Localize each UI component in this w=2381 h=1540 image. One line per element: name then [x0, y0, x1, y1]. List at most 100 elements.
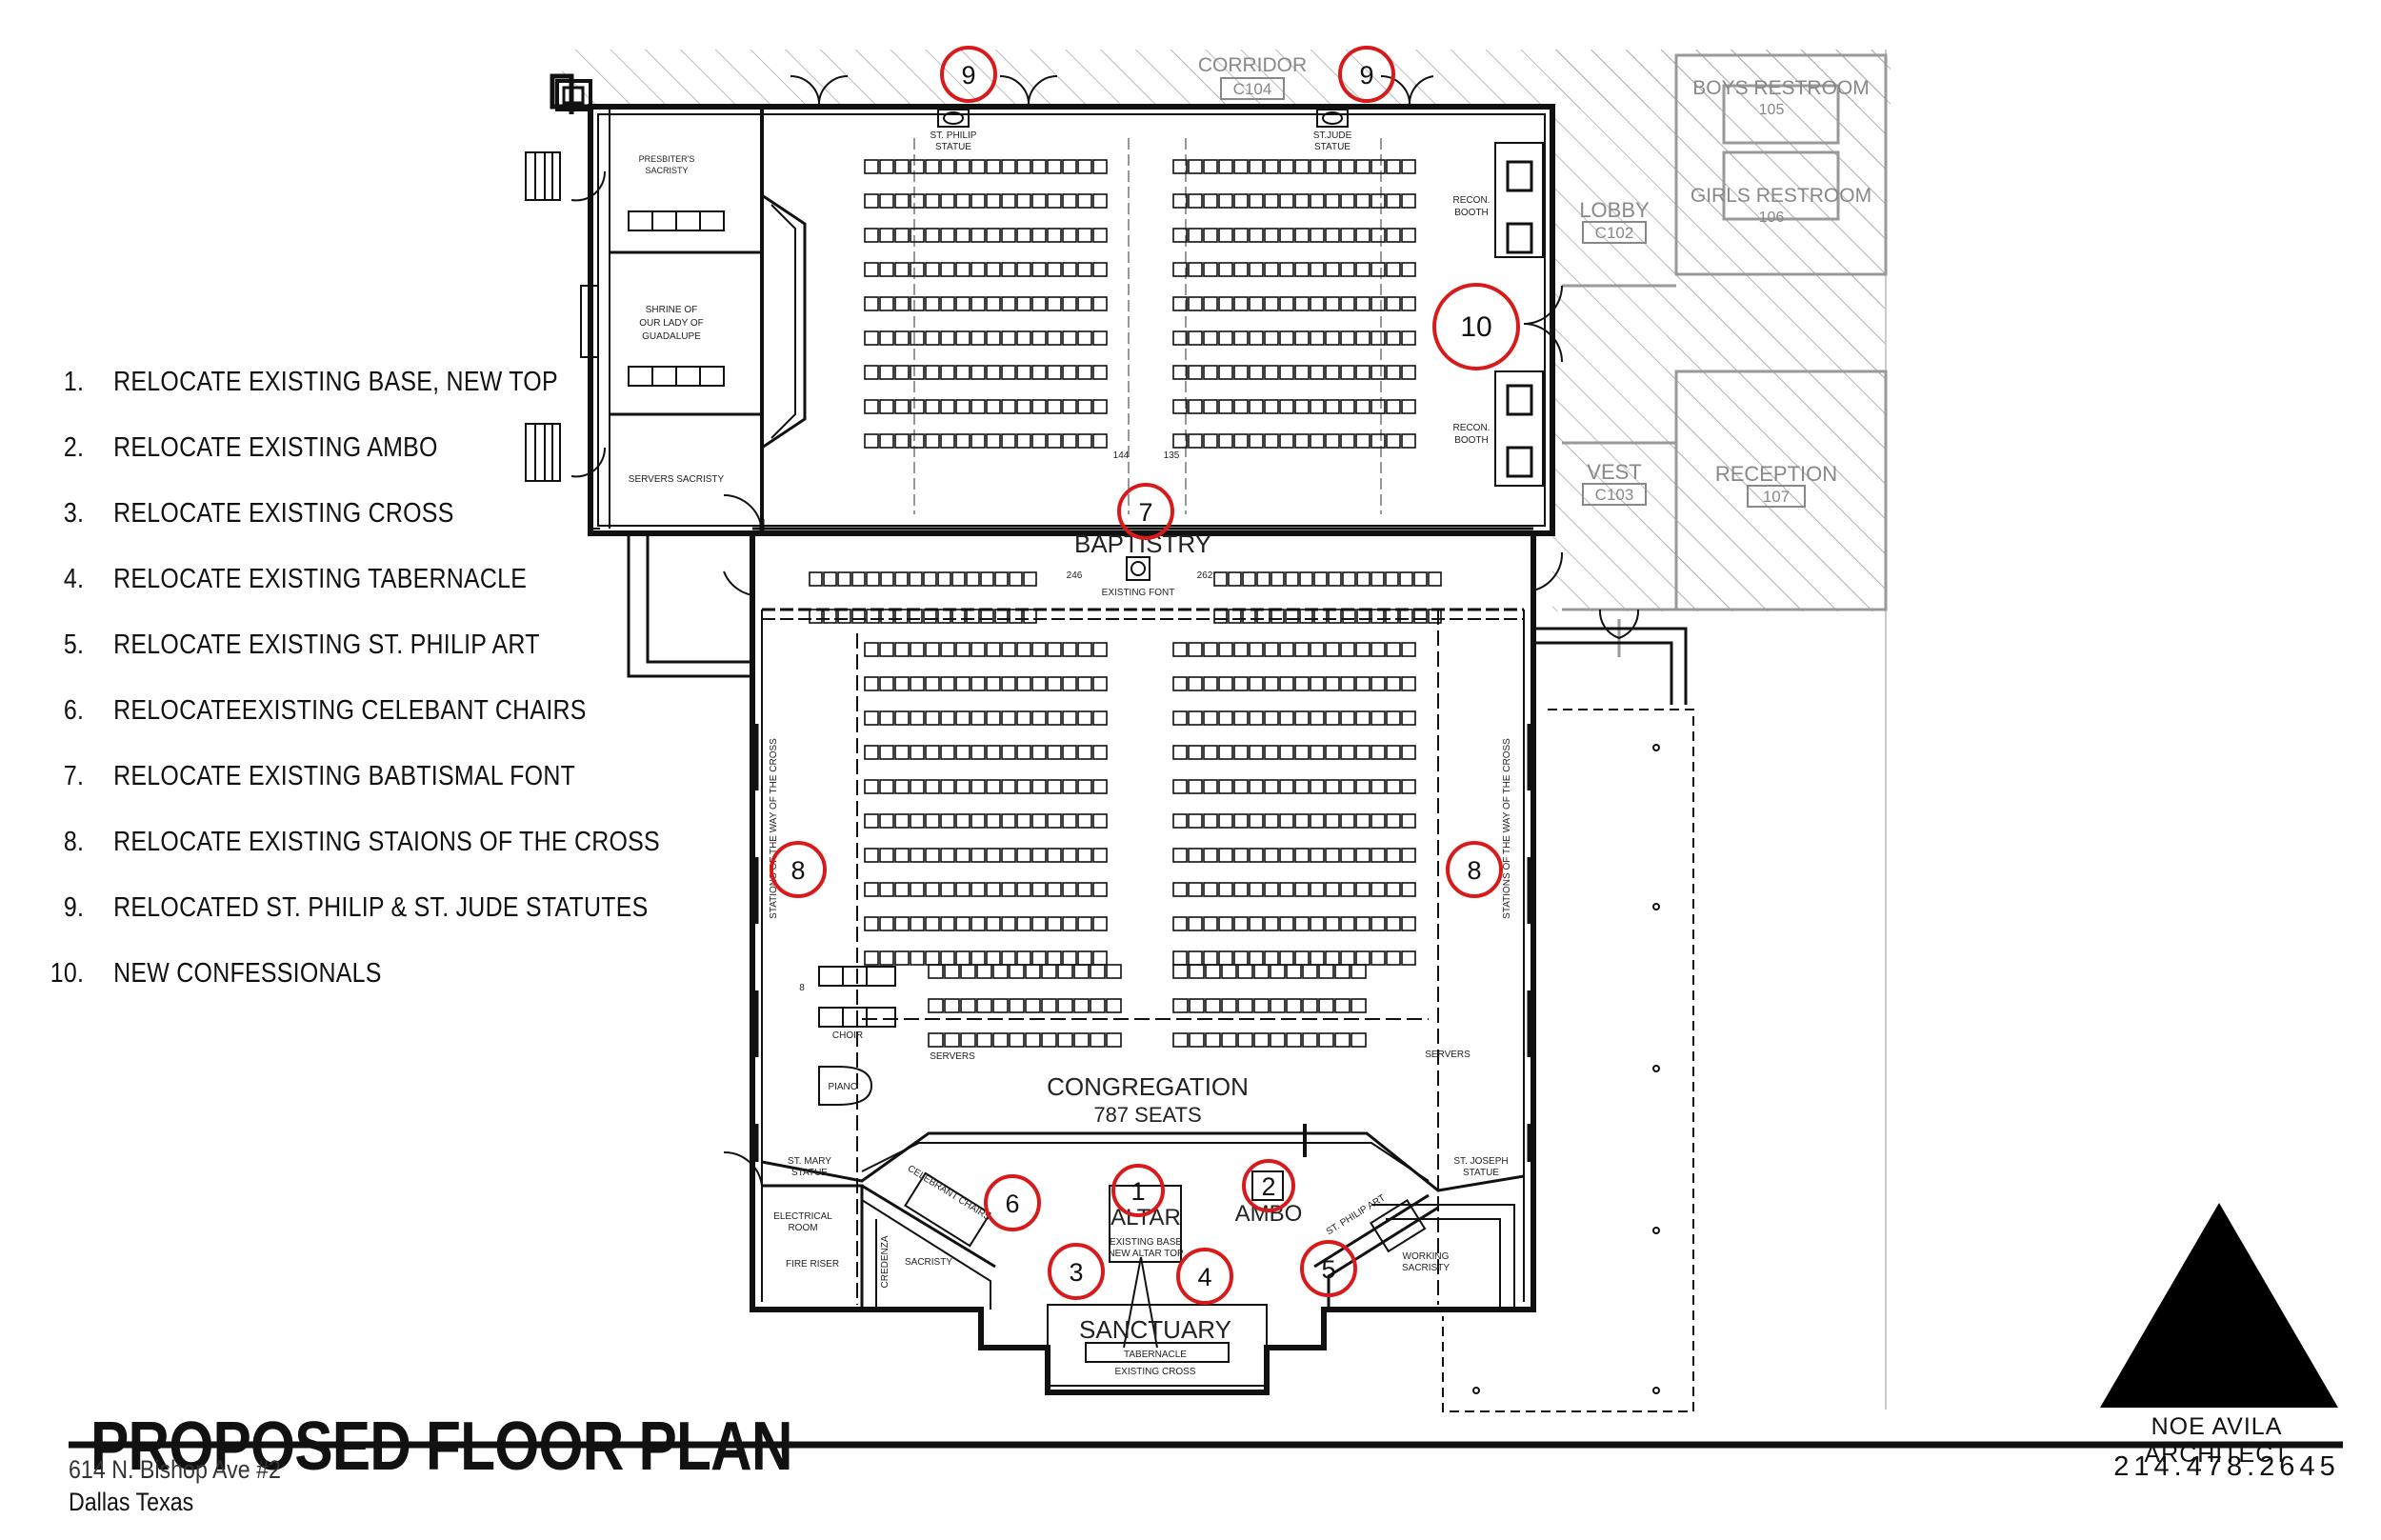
pew-seat	[1386, 330, 1401, 346]
pew-seat	[910, 779, 925, 794]
callout-number: 4	[1197, 1263, 1211, 1291]
pew-seat	[1386, 433, 1401, 449]
pew-seat	[1023, 571, 1037, 587]
pew-seat	[1264, 159, 1279, 174]
pew-seat	[1249, 779, 1264, 794]
pew-seat	[1189, 1032, 1205, 1048]
pew-seat	[1401, 399, 1416, 414]
pew-seat	[1047, 745, 1062, 760]
pew-seat	[1031, 433, 1047, 449]
pew-seat	[1340, 642, 1355, 657]
pew-seat	[1092, 916, 1108, 931]
new-altar-top-label: NEW ALTAR TOP	[1108, 1249, 1184, 1259]
pew-seat	[1385, 609, 1399, 624]
pew-seat	[1340, 916, 1355, 931]
pew-seat	[837, 609, 851, 624]
pew-seat	[1401, 916, 1416, 931]
pew-seat	[1351, 964, 1367, 979]
legend-item: 4.RELOCATE EXISTING TABERNACLE	[38, 564, 527, 630]
st-joseph-statue-label-2: STATUE	[1463, 1168, 1499, 1178]
st-mary-statue-label-1: ST. MARY	[788, 1156, 831, 1167]
pew-seat	[879, 710, 894, 726]
pew-seat	[894, 642, 910, 657]
pew-seat	[1310, 228, 1325, 243]
pew-seat	[1325, 950, 1340, 966]
pew-seat	[1077, 710, 1092, 726]
pew-seat	[1355, 710, 1371, 726]
legend-text: RELOCATE EXISTING AMBO	[113, 432, 438, 463]
pew-seat	[1062, 193, 1077, 209]
pew-seat	[1325, 642, 1340, 657]
pew-seat	[1233, 813, 1249, 829]
pew-seat	[1386, 193, 1401, 209]
pew-seat	[851, 571, 866, 587]
pew-seat	[1218, 159, 1233, 174]
pew-seat	[1077, 262, 1092, 277]
pew-seat	[1233, 779, 1249, 794]
pew-seat	[1310, 779, 1325, 794]
pew-seat	[1077, 950, 1092, 966]
stations-right-label: STATIONS OF THE WAY OF THE CROSS	[1502, 738, 1512, 919]
pew-seat	[1077, 848, 1092, 863]
pew-seat	[1077, 228, 1092, 243]
pew-seat	[1386, 642, 1401, 657]
pew-seat	[1203, 745, 1218, 760]
pew-seat	[925, 193, 940, 209]
recon-booth-label-1: RECON.	[1453, 195, 1491, 206]
pew-seat	[955, 330, 970, 346]
pew-seat	[879, 296, 894, 311]
furnishings	[818, 109, 1427, 1349]
pew-seat	[1386, 296, 1401, 311]
pew-seat	[1233, 950, 1249, 966]
pew-seat	[1218, 882, 1233, 897]
pew-seat	[1106, 1032, 1122, 1048]
pew-seat	[1294, 813, 1310, 829]
pew-seat	[1047, 710, 1062, 726]
pew-seat	[1325, 433, 1340, 449]
pew-seat	[1294, 779, 1310, 794]
pew-seat	[1237, 1032, 1253, 1048]
pew-seat	[955, 365, 970, 380]
pew-seat	[879, 882, 894, 897]
legend-item: 1.RELOCATE EXISTING BASE, NEW TOP	[38, 367, 558, 432]
pew-count-246: 246	[1067, 570, 1083, 581]
pew-seat	[940, 642, 955, 657]
pew-seat	[1294, 676, 1310, 691]
pew-seat	[1264, 642, 1279, 657]
pew-seat	[1016, 262, 1031, 277]
legend-text: RELOCATED ST. PHILIP & ST. JUDE STATUTES	[113, 892, 649, 923]
pew-seat	[1355, 848, 1371, 863]
pew-seat	[1213, 609, 1228, 624]
callout-circle	[1117, 483, 1174, 540]
pew-seat	[1031, 848, 1047, 863]
pew-seat	[1047, 779, 1062, 794]
pew-seat	[894, 433, 910, 449]
pew-seat	[1016, 399, 1031, 414]
working-sacristy-label-1: WORKING	[1403, 1251, 1450, 1262]
pew-seat	[986, 950, 1001, 966]
pew-seat	[1031, 710, 1047, 726]
pew-seat	[1249, 262, 1264, 277]
pew-seat	[970, 159, 986, 174]
callout-number: 8	[790, 856, 805, 885]
pew-seat	[1271, 609, 1285, 624]
pew-seat	[1264, 228, 1279, 243]
pew-seat	[1172, 813, 1188, 829]
legend-item: 5.RELOCATE EXISTING ST. PHILIP ART	[38, 630, 540, 695]
pew-seat	[970, 433, 986, 449]
pew-seat	[1325, 330, 1340, 346]
pew-seat	[894, 950, 910, 966]
pew-seat	[1213, 571, 1228, 587]
pew-seat	[986, 433, 1001, 449]
pew-seat	[1001, 228, 1016, 243]
pew-seat	[1001, 433, 1016, 449]
pew-seat	[992, 964, 1009, 979]
pew-seat	[1313, 571, 1328, 587]
pew-seat	[910, 882, 925, 897]
legend-number: 5.	[63, 630, 85, 660]
pew-seat	[1249, 745, 1264, 760]
pew-seat	[1172, 964, 1189, 979]
pew-seat	[1355, 642, 1371, 657]
pew-seat	[1242, 571, 1256, 587]
legend-number: 3.	[63, 498, 85, 529]
